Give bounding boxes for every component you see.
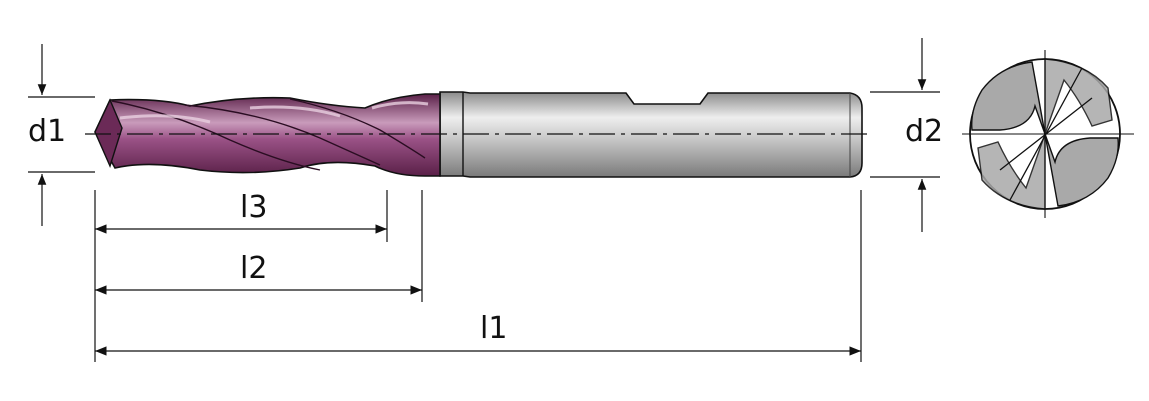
flute-edge-3 [289,98,426,159]
end-view-land-top-left [971,61,1046,135]
d1-dimension [28,44,95,226]
end-view [962,50,1134,218]
d2-label: d2 [905,114,944,149]
l3-label: l3 [240,190,268,225]
flute-edge-2 [184,104,381,166]
flute-highlight-1 [119,114,211,124]
end-view-land-bottom-right [1044,133,1119,207]
l1-label: l1 [480,311,508,346]
end-view-land-bottom-left [977,133,1046,210]
coated-flute-body [94,93,441,177]
flute-section [94,93,441,177]
flute-highlight-2 [249,105,341,118]
flute-edge-1 [111,100,321,171]
end-view-land-top-right [1044,58,1113,135]
d2-dimension [870,38,940,232]
d1-label: d1 [28,114,67,149]
drill-tip [94,98,123,168]
flute-highlight-3 [371,101,429,110]
l2-label: l2 [240,251,268,286]
